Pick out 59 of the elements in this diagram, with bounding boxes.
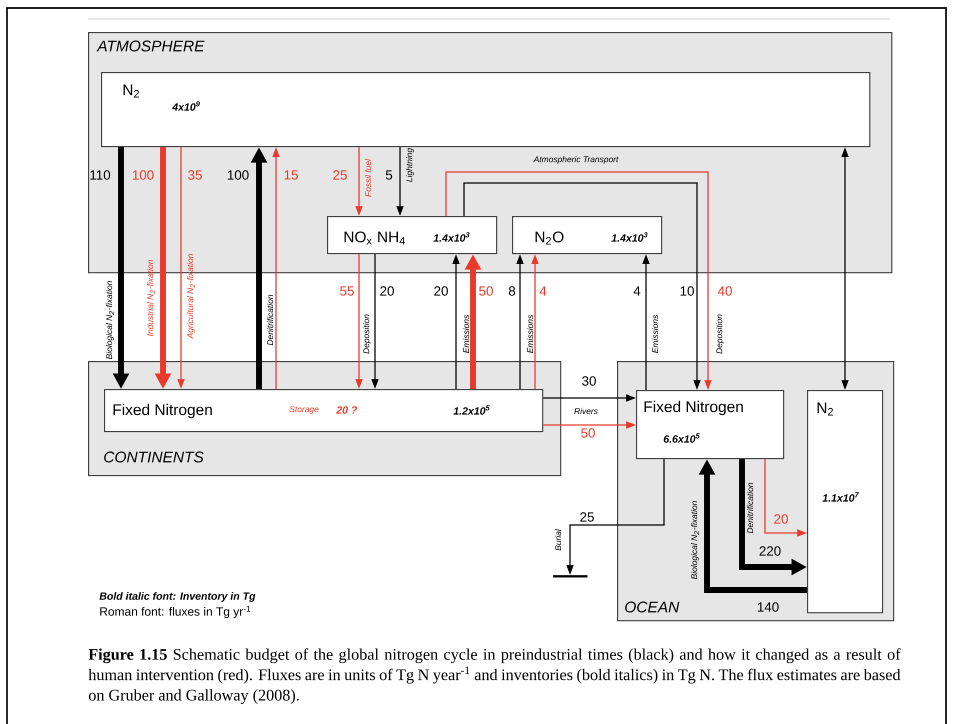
flux-value: 100 bbox=[132, 170, 154, 180]
flux-value: 5 bbox=[386, 170, 392, 180]
flux-label: Storage bbox=[290, 406, 319, 414]
flux-value: 15 bbox=[284, 170, 298, 180]
flux-value: 35 bbox=[188, 170, 202, 180]
ground-symbol bbox=[553, 575, 588, 578]
inventory-value: 1.4x10$^{3}$ bbox=[433, 232, 470, 242]
flux-value: 10 bbox=[680, 286, 694, 296]
inventory-value: 1.2x10$^{5}$ bbox=[453, 405, 490, 415]
process-label: Deposition bbox=[363, 314, 371, 354]
process-label: Biological N$_{2}$-fixation bbox=[106, 281, 114, 360]
process-label: Lightning bbox=[406, 148, 414, 182]
flux-value: 25 bbox=[333, 170, 347, 180]
flux-value: 140 bbox=[758, 602, 779, 612]
inventory-value: 20 ? bbox=[336, 406, 358, 414]
flux-value: 100 bbox=[228, 170, 249, 180]
flux-value: 50 bbox=[581, 428, 595, 438]
flux-value: 4 bbox=[634, 286, 640, 296]
reservoir-label: N$_{2}$ bbox=[124, 84, 139, 98]
flux-value: 20 bbox=[774, 514, 788, 524]
flux-value: 110 bbox=[90, 170, 110, 180]
process-label: Deposition bbox=[716, 314, 724, 354]
process-label: Fossil fuel bbox=[364, 158, 372, 197]
process-label: Emissions bbox=[526, 314, 534, 353]
flux-value: 50 bbox=[479, 286, 493, 296]
process-label: Industrial N$_{2}$-fixation bbox=[146, 260, 156, 336]
inventory-value: 4x10$^{9}$ bbox=[172, 101, 200, 111]
flux-value: 20 bbox=[380, 286, 394, 296]
reservoir-label: N$_{2}$ bbox=[818, 402, 833, 416]
flux-value: 4 bbox=[540, 286, 546, 296]
reservoir-label: Fixed Nitrogen bbox=[114, 404, 212, 418]
flux-value: 20 bbox=[434, 286, 448, 296]
region-label: OCEAN bbox=[625, 602, 680, 612]
flux-value: 30 bbox=[582, 376, 596, 386]
reservoir-label: Fixed Nitrogen bbox=[644, 400, 743, 416]
process-label: Biological N$_{2}$-fixation bbox=[690, 501, 700, 580]
flux-value: 220 bbox=[760, 546, 781, 556]
reservoir-label: N$_{2}$O bbox=[536, 231, 564, 245]
region-label: CONTINENTS bbox=[104, 452, 204, 462]
figure-caption: Figure 1.15 Schematic budget of the global nitrogen cycle in preindustrial times (black) and how it changed as a result of human intervention (red). Fluxes are in units of Tg N year$^{-1}$ and inventories (bold italics) in Tg N. The flux estimates are based on Gruber and Galloway (2008). bbox=[88, 648, 901, 704]
process-label: Emissions bbox=[652, 314, 658, 353]
flux-value: 40 bbox=[718, 286, 732, 296]
legend-note: Roman font: fluxes in Tg yr$^{-1}$ bbox=[100, 606, 250, 618]
process-label: Denitrification bbox=[746, 482, 754, 534]
process-label: Agricultural N$_{2}$-fixation bbox=[186, 254, 196, 339]
inventory-value: 1.1x10$^{7}$ bbox=[822, 492, 859, 502]
process-label: Denitrification bbox=[266, 294, 274, 346]
inventory-value: 6.6x10$^{5}$ bbox=[664, 433, 700, 443]
process-label: Emissions bbox=[462, 314, 470, 353]
flux-value: 25 bbox=[580, 512, 594, 522]
legend-note: Bold italic font: Inventory in Tg bbox=[99, 592, 256, 602]
inventory-value: 1.4x10$^{3}$ bbox=[611, 232, 648, 242]
flux-value: 55 bbox=[340, 286, 354, 296]
process-label: Burial bbox=[554, 529, 562, 551]
process-label: Atmospheric Transport bbox=[533, 156, 619, 164]
region-label: ATMOSPHERE bbox=[96, 40, 205, 52]
flux-value: 8 bbox=[508, 286, 516, 296]
process-label: Rivers bbox=[574, 408, 598, 414]
reservoir-label: NO$_{x}$ NH$_{4}$ bbox=[344, 231, 405, 245]
